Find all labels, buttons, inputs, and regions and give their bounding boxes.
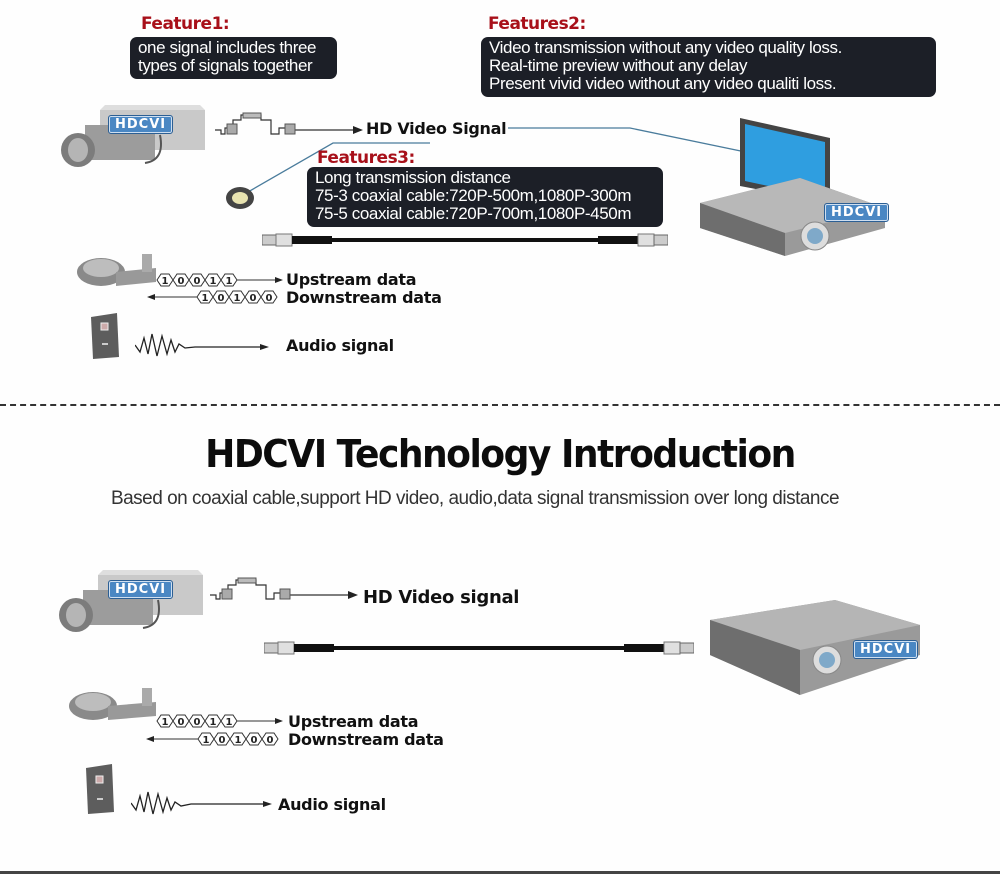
audio-device-icon: [89, 313, 121, 359]
feature2-title: Features2:: [488, 14, 586, 34]
audio-waveform-icon: [134, 330, 270, 360]
svg-text:0: 0: [250, 293, 257, 304]
feature3-box: Long transmission distance 75-3 coaxial …: [307, 167, 663, 227]
camera-hdcvi-tag: HDCVI: [108, 580, 174, 599]
svg-text:0: 0: [194, 276, 201, 287]
svg-text:1: 1: [162, 276, 169, 287]
feature3-line: 75-5 coaxial cable:720P-700m,1080P-450m: [315, 204, 632, 223]
upstream-bits: 1 0 0 1 1: [155, 272, 285, 288]
hd-video-signal-label: HD Video signal: [363, 587, 520, 608]
camera-hdcvi-tag: HDCVI: [108, 115, 174, 134]
svg-text:0: 0: [266, 293, 273, 304]
downstream-label: Downstream data: [288, 730, 444, 749]
svg-text:0: 0: [251, 735, 258, 746]
feature1-line: types of signals together: [138, 56, 313, 75]
audio-signal-label: Audio signal: [286, 336, 394, 355]
page-title: HDCVI Technology Introduction: [205, 432, 796, 476]
feature2-line: Real-time preview without any delay: [489, 56, 748, 75]
data-module-icon: [68, 686, 158, 726]
feature3-line: Long transmission distance: [315, 168, 511, 187]
svg-text:1: 1: [210, 717, 217, 728]
svg-text:0: 0: [219, 735, 226, 746]
coaxial-cable-icon: [261, 231, 669, 249]
downstream-bits: 1 0 1 0 0: [147, 289, 285, 305]
svg-text:0: 0: [178, 276, 185, 287]
audio-waveform-icon: [130, 788, 273, 818]
svg-text:1: 1: [210, 276, 217, 287]
bottom-diagram: HDCVI HD Video signal: [0, 560, 1000, 860]
svg-text:0: 0: [218, 293, 225, 304]
dvr-hdcvi-tag: HDCVI: [853, 640, 919, 659]
upstream-label: Upstream data: [288, 712, 419, 731]
feature2-box: Video transmission without any video qua…: [481, 37, 936, 97]
top-diagram: Feature1: one signal includes three type…: [0, 0, 1000, 400]
page-subtitle: Based on coaxial cable,support HD video,…: [110, 488, 840, 509]
downstream-bits: 1 0 1 0 0: [146, 731, 286, 747]
signal-waveform-icon: [213, 110, 363, 140]
svg-text:1: 1: [203, 735, 210, 746]
svg-text:0: 0: [267, 735, 274, 746]
coaxial-cable-icon: [263, 638, 695, 658]
monitor-dvr-icon: [690, 108, 890, 258]
feature3-line: 75-3 coaxial cable:720P-500m,1080P-300m: [315, 186, 632, 205]
lens-detail-icon: [224, 186, 256, 210]
upstream-bits: 1 0 0 1 1: [155, 713, 285, 729]
svg-text:1: 1: [202, 293, 209, 304]
dvr-hdcvi-tag: HDCVI: [824, 203, 890, 222]
svg-text:0: 0: [194, 717, 201, 728]
feature1-title: Feature1:: [141, 14, 230, 34]
feature1-line: one signal includes three: [138, 38, 317, 57]
svg-text:1: 1: [226, 276, 233, 287]
feature1-box: one signal includes three types of signa…: [130, 37, 337, 79]
leader-lines: [247, 127, 761, 193]
svg-text:1: 1: [226, 717, 233, 728]
downstream-label: Downstream data: [286, 288, 442, 307]
audio-signal-label: Audio signal: [278, 795, 386, 814]
feature2-line: Present vivid video without any video qu…: [489, 74, 837, 93]
upstream-label: Upstream data: [286, 270, 417, 289]
footer-bar: [0, 871, 1000, 874]
svg-text:1: 1: [235, 735, 242, 746]
feature2-line: Video transmission without any video qua…: [489, 38, 842, 57]
dvr-icon: [705, 600, 925, 700]
feature3-title: Features3:: [317, 148, 415, 168]
hd-video-signal-label: HD Video Signal: [366, 119, 507, 138]
signal-waveform-icon: [208, 575, 358, 605]
section-divider: [0, 404, 1000, 406]
data-module-icon: [76, 252, 158, 292]
svg-text:0: 0: [178, 717, 185, 728]
svg-text:1: 1: [162, 717, 169, 728]
audio-device-icon: [84, 764, 116, 814]
svg-text:1: 1: [234, 293, 241, 304]
